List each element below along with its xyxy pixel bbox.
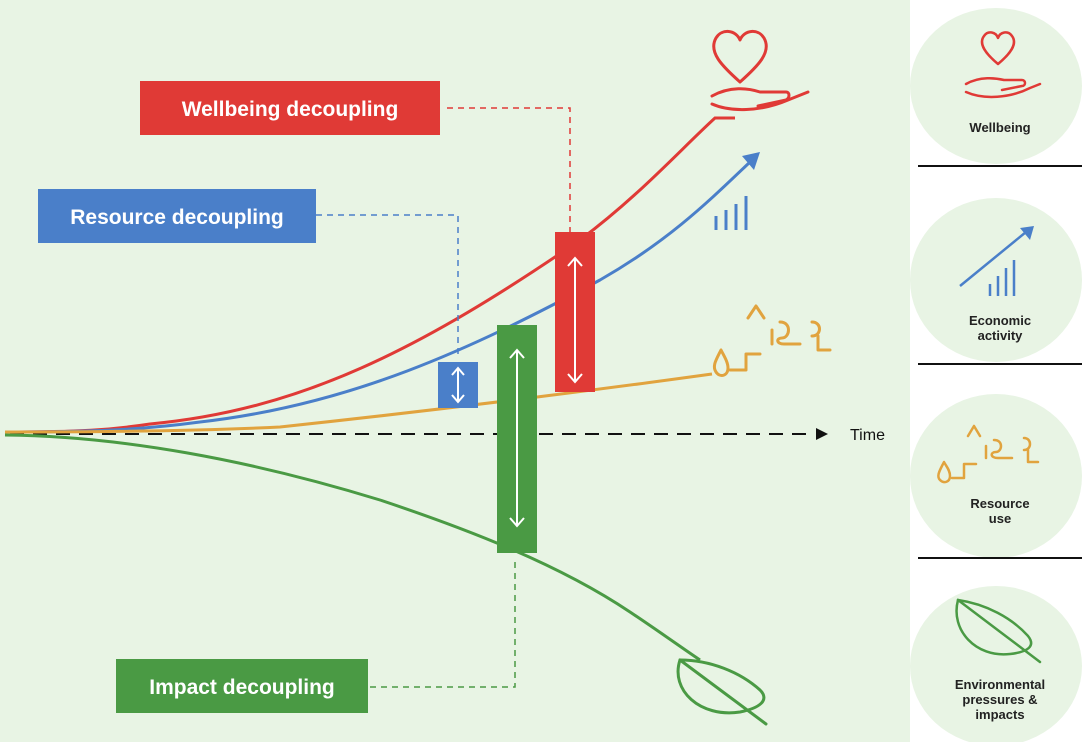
impact-gap-arrow-icon xyxy=(509,348,525,528)
resource-decoupling-label: Resource decoupling xyxy=(70,206,284,229)
economic-activity-curve xyxy=(4,160,752,434)
heart-hand-icon xyxy=(710,30,810,112)
wellbeing-decoupling-label: Wellbeing decoupling xyxy=(182,98,399,121)
resource-connector xyxy=(316,214,459,358)
resource-decoupling-box xyxy=(38,189,316,243)
legend-label-line: Environmental xyxy=(955,677,1045,692)
leaf-icon xyxy=(955,598,1042,664)
leaf-icon xyxy=(676,658,768,726)
legend-label-line: Wellbeing xyxy=(969,120,1030,135)
legend-item-wellbeing: Wellbeing xyxy=(910,8,1082,164)
legend-label-wellbeing: Wellbeing xyxy=(969,120,1030,135)
legend-label-line: pressures & xyxy=(962,692,1037,707)
rising-bars-icon xyxy=(959,226,1034,296)
time-label: Time xyxy=(850,427,885,444)
resources-icon xyxy=(712,304,832,377)
wellbeing-decoupling-box xyxy=(140,81,440,135)
rising-bars-icon xyxy=(714,196,748,230)
wellbeing-gap-arrow-icon xyxy=(567,256,583,384)
wellbeing-connector xyxy=(447,107,571,240)
legend-label-line: use xyxy=(989,511,1011,526)
resource-gap-arrow-icon xyxy=(451,366,465,404)
impact-decoupling-label: Impact decoupling xyxy=(149,676,335,699)
environmental-pressures-curve xyxy=(4,433,701,662)
heart-hand-icon xyxy=(964,31,1042,99)
legend-label-line: Economic xyxy=(969,313,1031,328)
legend-label-line: activity xyxy=(978,328,1024,343)
legend-label-line: Resource xyxy=(970,496,1029,511)
legend-label-line: impacts xyxy=(975,707,1024,722)
resources-icon xyxy=(937,424,1040,484)
impact-connector xyxy=(370,558,516,688)
time-arrowhead-icon xyxy=(816,428,828,440)
impact-decoupling-box xyxy=(116,659,368,713)
economic-arrowhead-icon xyxy=(742,152,760,170)
